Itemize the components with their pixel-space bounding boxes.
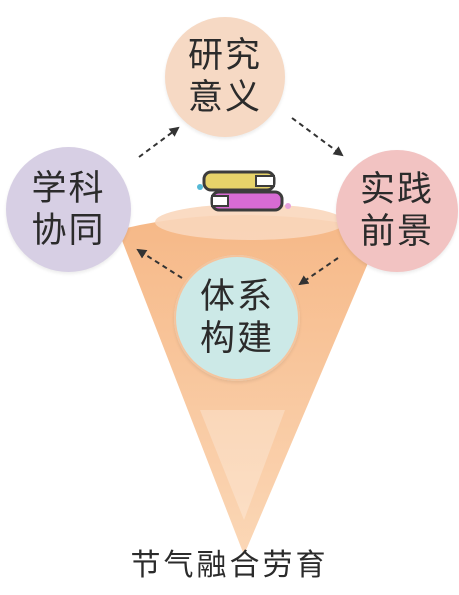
arrow-practice-to-system xyxy=(298,257,339,286)
node-system-line1: 体系 xyxy=(199,277,274,317)
node-discipline-line2: 协同 xyxy=(31,210,106,251)
node-system-line2: 构建 xyxy=(199,319,274,359)
arrow-discipline-to-research xyxy=(138,126,180,158)
arrow-research-to-practice xyxy=(291,117,344,157)
node-discipline-line1: 学科 xyxy=(31,168,106,209)
books-icon xyxy=(197,170,291,212)
diagram-caption: 节气融合劳育 xyxy=(130,548,329,583)
node-research-significance: 研究 意义 xyxy=(165,17,285,137)
node-discipline-collaboration: 学科 协同 xyxy=(6,147,131,272)
node-practice-line2: 前景 xyxy=(359,212,434,252)
node-practice-prospects: 实践 前景 xyxy=(336,150,458,272)
node-practice-line1: 实践 xyxy=(359,170,434,210)
node-research-line2: 意义 xyxy=(187,78,262,118)
node-system-construction: 体系 构建 xyxy=(174,255,300,381)
node-research-line1: 研究 xyxy=(187,36,262,76)
